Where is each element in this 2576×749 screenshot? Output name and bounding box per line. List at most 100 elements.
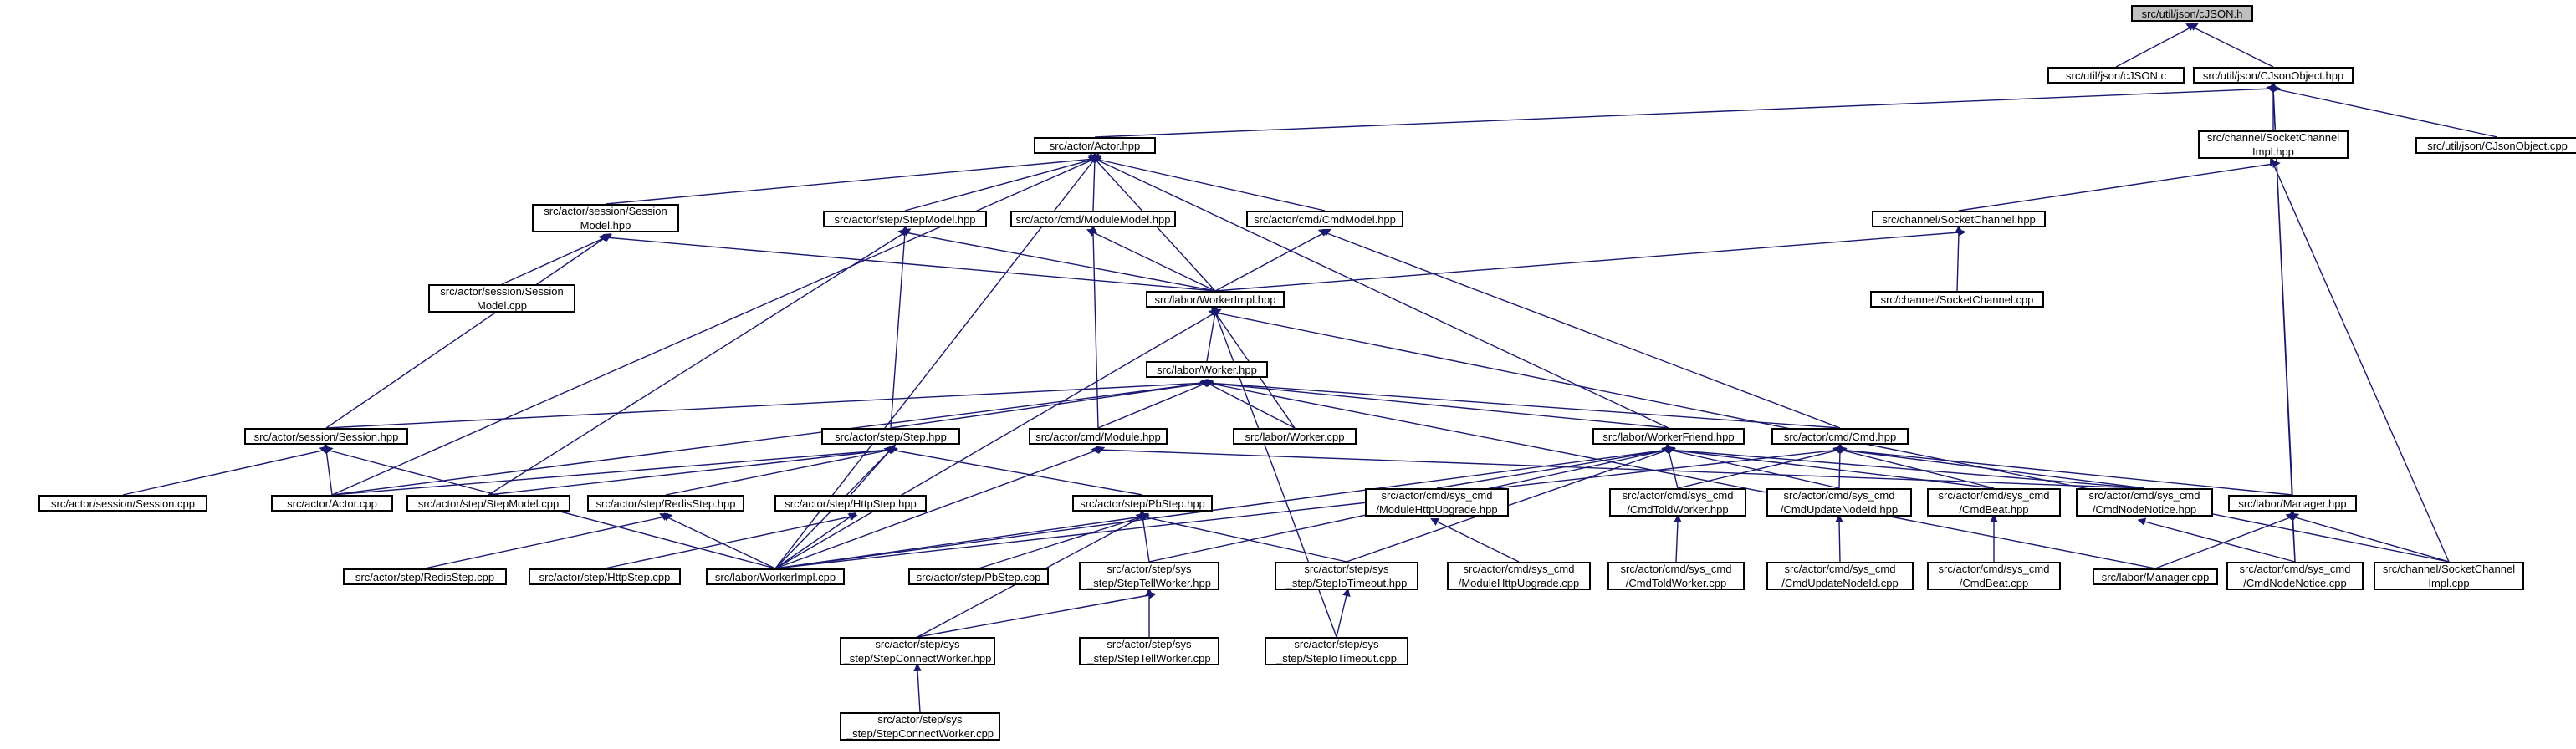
edge-cjsonobject_hpp-to-actor_hpp [1094, 84, 2281, 138]
edge-modulemodel_hpp-to-module_hpp [1089, 225, 1099, 429]
edge-modulemodel_hpp-to-workerimpl_hpp [1086, 229, 1216, 292]
edge-manager_hpp-to-socketchannelimpl_cpp [2285, 512, 2450, 563]
edge-cmdnodenotice_hpp-to-cmdnodenotice_cpp [2137, 517, 2296, 563]
node-socketchannelimpl-cpp[interactable]: src/channel/SocketChannel Impl.cpp [2374, 562, 2524, 590]
edge-redisstep_hpp-to-redisstep_cpp [424, 512, 673, 569]
node-cmdtoldworker-cpp[interactable]: src/actor/cmd/sys_cmd /CmdToldWorker.cpp [1607, 562, 1745, 590]
node-session-cpp[interactable]: src/actor/session/Session.cpp [38, 495, 207, 512]
node-pbstep-hpp[interactable]: src/actor/step/PbStep.hpp [1072, 495, 1213, 512]
node-modulehttpupgrade-cpp[interactable]: src/actor/cmd/sys_cmd /ModuleHttpUpgrade… [1447, 562, 1591, 590]
edge-actor_hpp-to-stepmodel_hpp [904, 155, 1102, 211]
node-cmdmodel-hpp[interactable]: src/actor/cmd/CmdModel.hpp [1246, 211, 1403, 227]
edge-workerfriend_hpp-to-cmdupdatenodeid_hpp [1661, 446, 1840, 489]
node-session-hpp[interactable]: src/actor/session/Session.hpp [244, 428, 408, 445]
edge-worker_hpp-to-step_hpp [890, 379, 1214, 429]
node-worker-cpp[interactable]: src/labor/Worker.cpp [1233, 428, 1357, 445]
node-stepconnectworker-hpp[interactable]: src/actor/step/sys _step/StepConnectWork… [840, 637, 995, 665]
edge-cmd_hpp-to-cmdnodenotice_hpp [1832, 446, 2145, 489]
node-cmdupdatenodeid-hpp[interactable]: src/actor/cmd/sys_cmd /CmdUpdateNodeId.h… [1766, 488, 1912, 517]
edge-module_hpp-to-workerimpl_cpp [774, 446, 1106, 569]
edge-worker_hpp-to-cmd_hpp [1199, 379, 1841, 429]
node-httpstep-cpp[interactable]: src/actor/step/HttpStep.cpp [529, 568, 681, 585]
node-cmdbeat-hpp[interactable]: src/actor/cmd/sys_cmd /CmdBeat.hpp [1927, 488, 2061, 517]
edge-workerfriend_hpp-to-workerimpl_cpp [774, 446, 1676, 569]
node-workerimpl-hpp[interactable]: src/labor/WorkerImpl.hpp [1146, 291, 1285, 308]
edge-stepmodel_hpp-to-stepmodel_cpp [488, 228, 912, 496]
node-sessionmodel-cpp[interactable]: src/actor/session/Session Model.cpp [428, 284, 575, 313]
edge-stepiotimeout_hpp-to-stepiotimeout_cpp [1336, 588, 1351, 638]
edge-actor_hpp-to-cmdmodel_hpp [1087, 155, 1326, 211]
edge-sessionmodel_hpp-to-workerimpl_hpp [598, 233, 1216, 292]
node-httpstep-hpp[interactable]: src/actor/step/HttpStep.hpp [774, 495, 927, 512]
node-cmdtoldworker-hpp[interactable]: src/actor/cmd/sys_cmd /CmdToldWorker.hpp [1609, 488, 1746, 517]
edge-stepconnectworker_hpp-to-stepconnectworker_cpp [913, 663, 922, 713]
node-cjsonobject-cpp[interactable]: src/util/json/CJsonObject.cpp [2415, 137, 2576, 154]
edge-cjsonobject_hpp-to-cjsonobject_cpp [2266, 84, 2498, 138]
node-stepiotimeout-hpp[interactable]: src/actor/step/sys _step/StepIoTimeout.h… [1275, 562, 1418, 590]
node-cmdupdatenodeid-cpp[interactable]: src/actor/cmd/sys_cmd /CmdUpdateNodeId.c… [1766, 562, 1914, 590]
edge-httpstep_hpp-to-httpstep_cpp [604, 512, 858, 569]
edge-worker_hpp-to-worker_cpp [1200, 379, 1296, 429]
edge-stepmodel_hpp-to-step_hpp [890, 225, 909, 429]
node-cjson-c[interactable]: src/util/json/cJSON.c [2047, 67, 2185, 84]
edge-cmdmodel_hpp-to-cmd_hpp [1317, 228, 1841, 429]
edge-cjson_h-to-cjson_c [2115, 23, 2199, 68]
edge-pbstep_hpp-to-pbstep_cpp [978, 512, 1150, 569]
node-stepiotimeout-cpp[interactable]: src/actor/step/sys _step/StepIoTimeout.c… [1265, 637, 1408, 665]
edge-pbstep_hpp-to-workerimpl_cpp [774, 512, 1150, 569]
edge-step_hpp-to-redisstep_hpp [665, 446, 898, 496]
edge-socketchannelimpl_hpp-to-socketchannel_hpp [1958, 160, 2281, 211]
node-socketchannel-hpp[interactable]: src/channel/SocketChannel.hpp [1872, 211, 2046, 227]
node-actor-cpp[interactable]: src/actor/Actor.cpp [271, 495, 393, 512]
edge-steptellworker_hpp-to-stepconnectworker_hpp [917, 591, 1157, 638]
edge-actor_hpp-to-modulemodel_hpp [1091, 151, 1099, 211]
edge-manager_hpp-to-cmdnodenotice_cpp [2288, 509, 2297, 563]
edge-cmdtoldworker_hpp-to-cmdtoldworker_cpp [1674, 514, 1682, 563]
node-socketchannelimpl-hpp[interactable]: src/channel/SocketChannel Impl.hpp [2198, 130, 2349, 159]
node-redisstep-hpp[interactable]: src/actor/step/RedisStep.hpp [587, 495, 744, 512]
edge-session_hpp-to-actor_cpp [322, 442, 333, 496]
node-modulemodel-hpp[interactable]: src/actor/cmd/ModuleModel.hpp [1010, 211, 1176, 227]
node-steptellworker-hpp[interactable]: src/actor/step/sys _step/StepTellWorker.… [1079, 562, 1219, 590]
edge-worker_hpp-to-workerfriend_hpp [1199, 379, 1669, 429]
edge-httpstep_hpp-to-workerimpl_cpp [774, 512, 857, 569]
node-manager-cpp[interactable]: src/labor/Manager.cpp [2093, 568, 2218, 585]
node-modulehttpupgrade-hpp[interactable]: src/actor/cmd/sys_cmd /ModuleHttpUpgrade… [1365, 488, 1509, 517]
edge-sessionmodel_hpp-to-session_hpp [325, 233, 612, 429]
node-cjson-h[interactable]: src/util/json/cJSON.h [2131, 5, 2253, 22]
edge-worker_hpp-to-module_hpp [1097, 379, 1214, 429]
edge-step_hpp-to-pbstep_hpp [883, 446, 1143, 496]
edge-step_hpp-to-stepmodel_cpp [488, 446, 898, 496]
edge-cmd_hpp-to-cmdupdatenodeid_hpp [1836, 442, 1844, 489]
node-workerfriend-hpp[interactable]: src/labor/WorkerFriend.hpp [1592, 428, 1745, 445]
node-step-hpp[interactable]: src/actor/step/Step.hpp [821, 428, 960, 445]
edge-worker_hpp-to-session_hpp [325, 379, 1214, 429]
node-cmdbeat-cpp[interactable]: src/actor/cmd/sys_cmd /CmdBeat.cpp [1927, 562, 2061, 590]
edge-step_hpp-to-actor_cpp [331, 446, 898, 496]
node-module-hpp[interactable]: src/actor/cmd/Module.hpp [1029, 428, 1168, 445]
node-workerimpl-cpp[interactable]: src/labor/WorkerImpl.cpp [706, 568, 845, 585]
edge-actor_hpp-to-workerfriend_hpp [1088, 155, 1669, 429]
edge-session_hpp-to-session_cpp [122, 446, 334, 496]
edge-modulehttpupgrade_hpp-to-modulehttpupgrade_cpp [1430, 518, 1520, 563]
edge-redisstep_hpp-to-workerimpl_cpp [659, 512, 776, 569]
node-stepconnectworker-cpp[interactable]: src/actor/step/sys _step/StepConnectWork… [840, 712, 1000, 741]
node-cjsonobject-hpp[interactable]: src/util/json/CJsonObject.hpp [2193, 67, 2354, 84]
node-cmdnodenotice-hpp[interactable]: src/actor/cmd/sys_cmd /CmdNodeNotice.hpp [2076, 488, 2213, 517]
node-steptellworker-cpp[interactable]: src/actor/step/sys _step/StepTellWorker.… [1079, 637, 1219, 665]
edge-pbstep_hpp-to-stepiotimeout_hpp [1135, 512, 1347, 563]
node-stepmodel-cpp[interactable]: src/actor/step/StepModel.cpp [406, 495, 570, 512]
node-actor-hpp[interactable]: src/actor/Actor.hpp [1034, 137, 1156, 154]
node-redisstep-cpp[interactable]: src/actor/step/RedisStep.cpp [343, 568, 507, 585]
node-cmdnodenotice-cpp[interactable]: src/actor/cmd/sys_cmd /CmdNodeNotice.cpp [2226, 562, 2364, 590]
node-worker-hpp[interactable]: src/labor/Worker.hpp [1146, 361, 1268, 378]
node-sessionmodel-hpp[interactable]: src/actor/session/Session Model.hpp [532, 204, 679, 232]
edge-workerfriend_hpp-to-cmdnodenotice_hpp [1661, 446, 2145, 489]
edge-cmdupdatenodeid_hpp-to-cmdupdatenodeid_cpp [1835, 514, 1843, 563]
node-manager-hpp[interactable]: src/labor/Manager.hpp [2228, 495, 2357, 512]
node-socketchannel-cpp[interactable]: src/channel/SocketChannel.cpp [1870, 291, 2044, 308]
node-pbstep-cpp[interactable]: src/actor/step/PbStep.cpp [908, 568, 1049, 585]
node-stepmodel-hpp[interactable]: src/actor/step/StepModel.hpp [823, 211, 987, 227]
edge-actor_hpp-to-sessionmodel_hpp [605, 155, 1102, 205]
node-cmd-hpp[interactable]: src/actor/cmd/Cmd.hpp [1771, 428, 1909, 445]
